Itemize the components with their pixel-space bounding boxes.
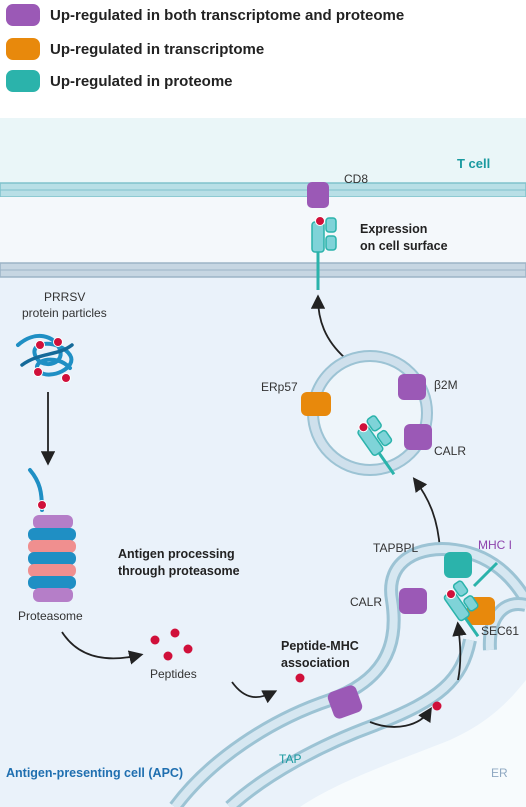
arrow-to-tap [231,681,278,704]
tap-peptide [432,701,442,711]
tap-label: TAP [279,752,302,766]
sec61-label: SEC61 [481,624,520,638]
peptides-icon [150,628,193,661]
legend-item-transcriptome: Up-regulated in transcriptome [6,36,264,62]
synapse-gap [0,197,526,263]
er-lumen [300,680,526,807]
teal-swatch [6,70,40,92]
golgi-vesicle [301,350,433,476]
peptide-loading-complex [399,552,499,638]
legend-item-both: Up-regulated in both transcriptome and p… [6,2,404,28]
proteasome-icon [28,468,76,602]
expression-label-1: Expression [360,222,428,236]
arrow-to-vesicle [412,477,441,551]
calr-label-bottom: CALR [350,595,383,609]
arrow-to-peptides [61,631,144,665]
legend-item-proteome: Up-regulated in proteome [6,68,233,94]
surface-mhc-icon [311,216,337,290]
er-label: ER [491,766,508,780]
cd8-label: CD8 [344,172,369,186]
arrow-to-mhc [369,706,432,728]
antigen-label-1: Antigen processing [118,547,235,561]
prrsv-label-1: PRRSV [44,290,86,304]
peptide-mhc-label-1: Peptide-MHC [281,639,359,653]
proteasome-label: Proteasome [18,609,83,623]
mhc-label: MHC I [478,538,512,552]
expression-label-2: on cell surface [360,239,448,253]
peptides-label: Peptides [150,667,197,681]
antigen-label-2: through proteasome [118,564,240,578]
purple-swatch [6,4,40,26]
free-peptide [295,673,305,683]
calr-label-top: CALR [434,444,467,458]
apc-label: Antigen-presenting cell (APC) [6,766,184,780]
cd8-protein [307,182,329,208]
legend-label: Up-regulated in proteome [50,72,233,90]
prrsv-particle-icon [16,334,74,383]
peptide-mhc-label-2: association [281,656,350,670]
legend-label: Up-regulated in transcriptome [50,40,265,58]
erp57-label: ERp57 [261,380,298,394]
b2m-label: β2M [434,378,458,392]
t-cell-label: T cell [457,156,491,171]
tapbpl-label: TAPBPL [373,541,419,555]
prrsv-label-2: protein particles [22,306,107,320]
t-cell-region [0,118,526,188]
legend-label: Up-regulated in both transcriptome and p… [50,6,405,24]
tap-protein [327,685,363,719]
orange-swatch [6,38,40,60]
arrow-peptide-up [452,621,467,681]
arrow-to-surface [310,294,346,359]
